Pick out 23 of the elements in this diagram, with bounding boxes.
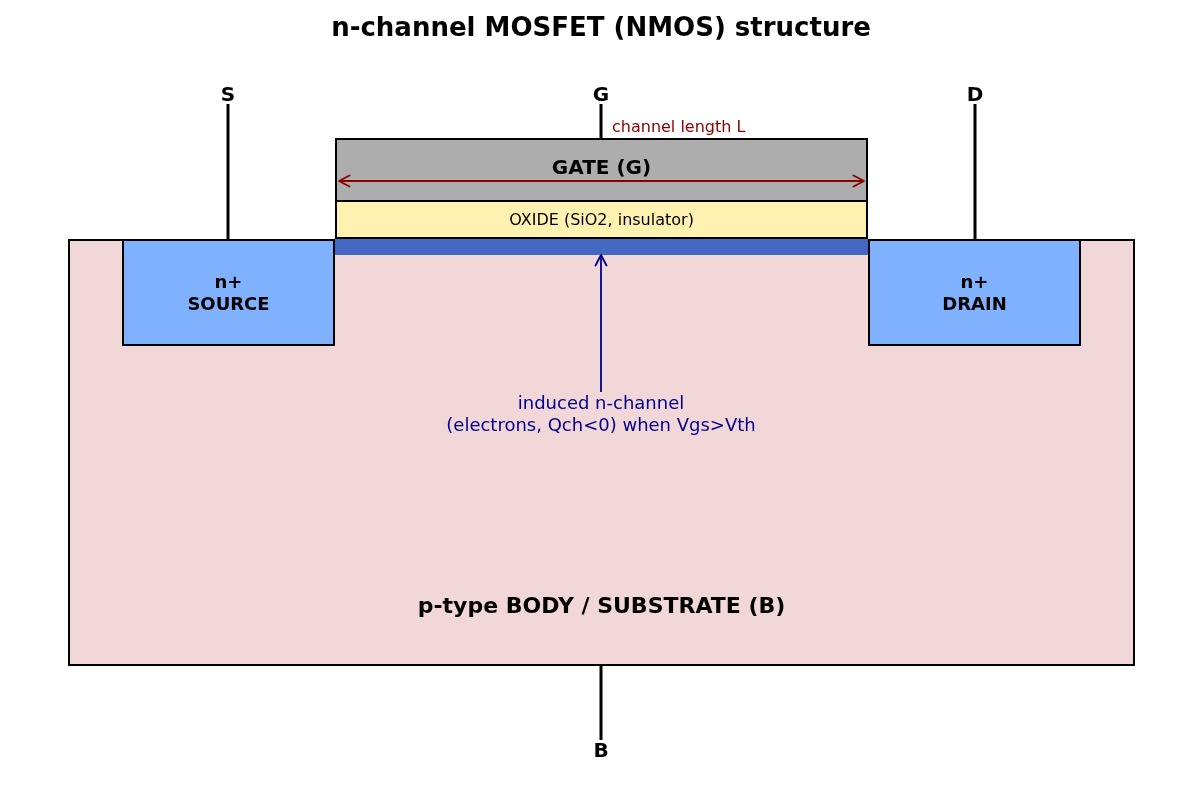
terminal-lead — [973, 104, 977, 239]
terminal-label: D — [966, 84, 984, 104]
layer-label: GATE (G) — [551, 157, 652, 177]
diagram-title: n-channel MOSFET (NMOS) structure — [331, 14, 871, 40]
drain-region — [868, 239, 1081, 346]
substrate-body — [68, 239, 1135, 666]
terminal-label: G — [592, 84, 610, 104]
region-label: n+ DRAIN — [942, 270, 1007, 315]
terminal-lead — [226, 104, 230, 239]
gate-layer — [335, 138, 868, 202]
terminal-label: S — [220, 84, 236, 104]
region-label: p-type BODY / SUBSTRATE (B) — [417, 595, 786, 617]
annotation-text: induced n-channel (electrons, Qch<0) when Vgs>Vth — [446, 392, 756, 436]
layer-label: OXIDE (SiO2, insulator) — [509, 211, 694, 228]
terminal-label: B — [593, 740, 609, 760]
terminal-lead — [599, 104, 603, 138]
channel-layer — [335, 239, 868, 255]
terminal-lead — [599, 666, 603, 740]
dimension-label: channel length L — [612, 119, 746, 135]
region-label: n+ SOURCE — [187, 270, 270, 315]
arrow — [594, 254, 608, 393]
source-region — [122, 239, 335, 346]
oxide-layer — [335, 200, 868, 239]
